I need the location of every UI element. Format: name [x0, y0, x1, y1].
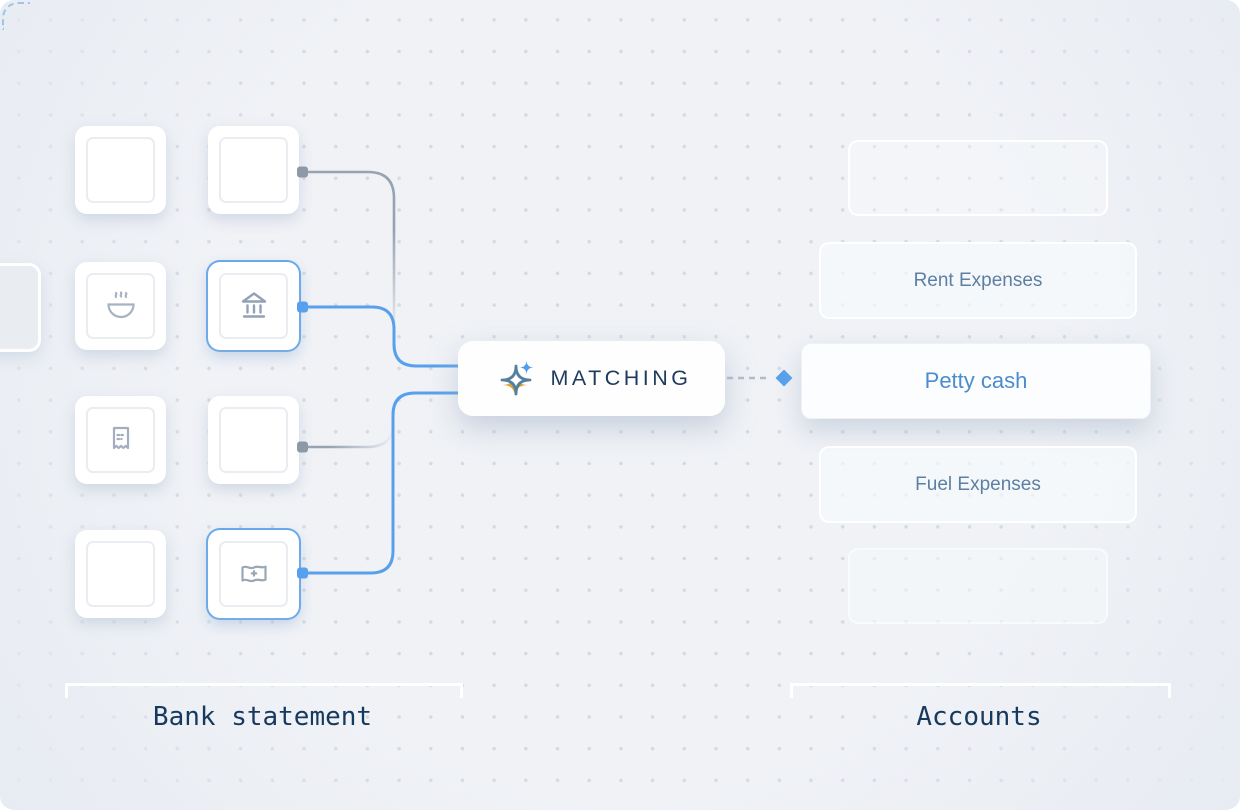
- account-box-petty-cash[interactable]: Petty cash: [801, 343, 1151, 419]
- statement-tile-coffee[interactable]: [75, 262, 166, 350]
- statement-tile-empty-2[interactable]: [75, 530, 166, 618]
- corner-dashed-arc: [2, 2, 30, 30]
- account-label: Petty cash: [924, 368, 1028, 393]
- receipt-icon: [112, 426, 129, 450]
- statement-tile-empty-1[interactable]: [75, 126, 166, 214]
- statement-tile-flag[interactable]: [208, 530, 299, 618]
- bank-statement-section-label: Bank statement: [152, 702, 373, 732]
- match-diamond-endpoint: [775, 369, 793, 387]
- account-label: Rent Expenses: [913, 269, 1043, 291]
- partial-tile: [0, 263, 41, 352]
- statement-tile-empty-4[interactable]: [208, 396, 299, 484]
- coffee-icon: [106, 291, 135, 319]
- bank-statement-bracket: [65, 683, 463, 698]
- account-box-empty-top[interactable]: [848, 140, 1108, 216]
- connector-gray-top: [305, 170, 396, 340]
- account-label: Fuel Expenses: [915, 473, 1041, 495]
- flag-icon: [240, 565, 267, 583]
- account-box-rent-expenses[interactable]: Rent Expenses: [819, 242, 1137, 319]
- account-box-empty-bottom[interactable]: [848, 548, 1108, 624]
- statement-tile-empty-3[interactable]: [208, 126, 299, 214]
- account-box-fuel-expenses[interactable]: Fuel Expenses: [819, 446, 1137, 523]
- matching-node[interactable]: MATCHING: [458, 341, 725, 416]
- accounts-section-label: Accounts: [916, 702, 1042, 732]
- matching-label: MATCHING: [550, 366, 692, 390]
- accounts-bracket: [790, 683, 1171, 698]
- connector-blue-flag: [305, 391, 460, 575]
- statement-tile-receipt[interactable]: [75, 396, 166, 484]
- connector-blue-bank: [305, 305, 460, 368]
- bank-icon: [241, 292, 266, 318]
- statement-tile-bank[interactable]: [208, 262, 299, 350]
- connector-gray-mid: [305, 422, 395, 449]
- sparkle-icon: [501, 359, 535, 398]
